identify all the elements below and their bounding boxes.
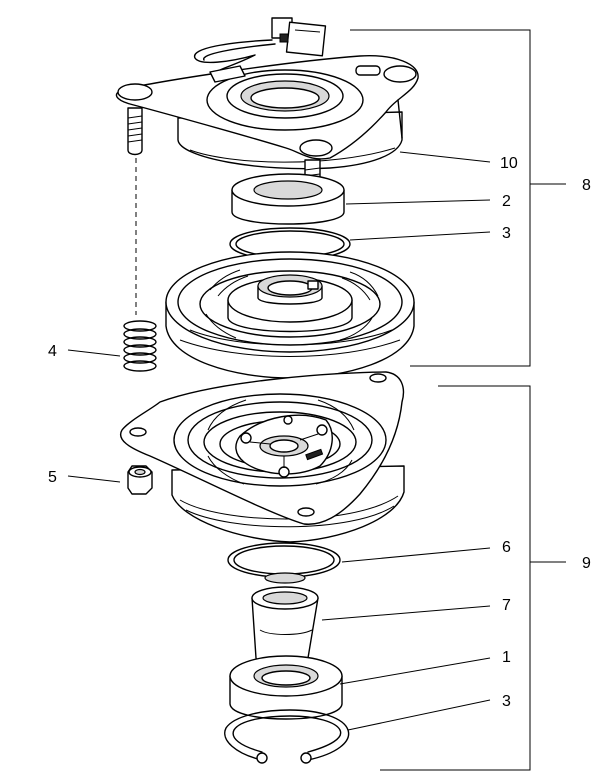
bracket-8	[350, 29, 531, 367]
middle-snap-ring	[227, 542, 341, 578]
callout-5: 5	[48, 469, 57, 486]
leader-3a	[349, 231, 491, 241]
clutch-plate-assembly	[119, 371, 405, 543]
callout-7: 7	[502, 597, 511, 614]
pulley-rotor	[165, 251, 415, 379]
compression-spring	[123, 320, 157, 372]
upper-bearing	[231, 173, 345, 225]
callout-6: 6	[502, 539, 511, 556]
spacer-sleeve	[251, 572, 319, 667]
lower-circlip	[224, 709, 350, 764]
leader-3b	[347, 699, 491, 731]
callout-3-upper: 3	[502, 225, 511, 242]
callout-1: 1	[502, 649, 511, 666]
callout-9: 9	[582, 555, 591, 572]
mounting-plate-assembly	[115, 55, 419, 170]
leader-6	[341, 547, 491, 563]
callout-10: 10	[500, 155, 518, 172]
leader-lines	[67, 151, 491, 731]
leader-5	[67, 475, 121, 483]
leader-4	[67, 349, 121, 357]
leader-1	[339, 657, 491, 685]
callout-3-lower: 3	[502, 693, 511, 710]
callout-8: 8	[582, 177, 591, 194]
hex-nut	[127, 465, 153, 495]
callout-2: 2	[502, 193, 511, 210]
bracket-9	[380, 385, 531, 771]
electrical-connector	[194, 17, 327, 81]
leader-7	[321, 605, 491, 621]
callout-labels: 10 2 3 4 5 6 7 1 3 8 9	[48, 155, 591, 710]
lower-bearing	[229, 655, 343, 720]
callout-4: 4	[48, 343, 57, 360]
leader-10	[399, 151, 491, 163]
group-brackets	[350, 29, 566, 771]
leader-2	[345, 199, 491, 205]
